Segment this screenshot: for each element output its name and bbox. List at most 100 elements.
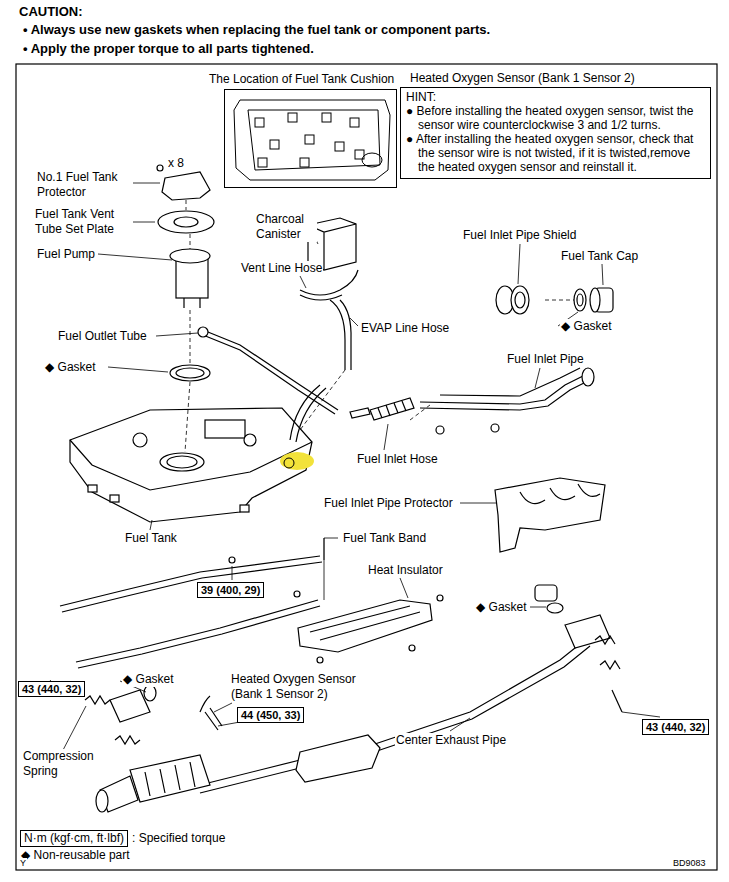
pump-assembly <box>176 368 204 378</box>
fuel-outlet-tube <box>198 327 208 337</box>
fuel-inlet-pipe <box>577 294 583 306</box>
torque-value: 44 (450, 33) <box>237 707 304 723</box>
fuel-inlet-pipe <box>515 292 525 308</box>
part-name: Heat Insulator <box>367 563 444 578</box>
fuel-tank <box>70 408 312 522</box>
center-exhaust-pipe <box>115 736 140 744</box>
leader-line <box>450 718 470 731</box>
assembly-line <box>190 310 191 364</box>
fuel-inlet-pipe <box>436 426 444 434</box>
torque-text: 39 (400, 29) <box>201 584 260 596</box>
center-exhaust-pipe <box>200 696 210 712</box>
legend-text: N·m (kgf·cm, ft·lbf) <box>24 831 124 845</box>
fuel-tank <box>240 505 249 512</box>
part-name: ◆ Gasket <box>560 319 613 334</box>
fuel-inlet-pipe <box>350 408 370 418</box>
leader-line <box>400 578 408 598</box>
charcoal-canister <box>340 300 351 370</box>
fuel-tank <box>70 440 312 490</box>
fuel-inlet-pipe <box>574 289 586 311</box>
cushion-view <box>288 113 297 122</box>
assembly-line <box>190 234 191 249</box>
center-exhaust-pipe <box>595 636 615 644</box>
charcoal-canister <box>296 388 326 442</box>
pump-assembly <box>176 258 208 298</box>
center-exhaust-pipe <box>144 685 156 701</box>
fuel-tank <box>133 433 147 447</box>
part-name: Fuel Tank Band <box>342 531 427 546</box>
leader-line <box>62 706 86 752</box>
inlet-pipe-protector <box>495 478 605 552</box>
fuel-tank-band <box>62 562 322 612</box>
heat-insulator <box>298 600 432 652</box>
torque-text: 43 (440, 32) <box>646 721 705 733</box>
part-name: Fuel Pump <box>36 247 96 262</box>
highlight-mark <box>280 452 314 470</box>
fuel-tank <box>244 434 256 446</box>
leader-line <box>150 520 152 530</box>
figure-frame <box>16 64 717 870</box>
cushion-view <box>248 110 380 170</box>
leader-line <box>350 318 358 326</box>
hint-note: ● Before installing the heated oxygen se… <box>406 104 705 132</box>
assembly-line <box>185 382 190 452</box>
leader-line <box>133 183 160 184</box>
part-name: No.1 Fuel Tank Protector <box>36 170 133 200</box>
torque-text: 43 (440, 32) <box>22 683 81 695</box>
part-name: Fuel Inlet Pipe Protector <box>323 496 454 511</box>
part-name: Fuel Inlet Pipe Shield <box>462 228 577 243</box>
hint-box: Heated Oxygen Sensor (Bank 1 Sensor 2)HI… <box>400 87 711 179</box>
heat-insulator <box>437 595 443 601</box>
fuel-inlet-pipe <box>511 286 529 314</box>
fuel-tank <box>205 420 245 438</box>
caution-note: • Apply the proper torque to all parts t… <box>22 41 315 57</box>
leader-line <box>108 367 168 372</box>
highlight-mark <box>284 458 294 468</box>
center-exhaust-pipe <box>145 762 195 796</box>
fuel-outlet-tube <box>203 330 338 410</box>
part-name: ◆ Gasket <box>475 600 528 615</box>
heat-insulator <box>409 645 415 651</box>
fuel-tank <box>88 485 97 492</box>
leader-line <box>214 703 232 712</box>
part-name: Heated Oxygen Sensor (Bank 1 Sensor 2) <box>230 672 382 702</box>
figure-code: Y <box>19 858 27 869</box>
hint-note: ● After installing the heated oxygen sen… <box>406 132 705 174</box>
highlight-mark <box>280 452 314 470</box>
fuel-inlet-pipe <box>370 398 414 420</box>
part-name: Fuel Tank Cap <box>560 249 639 264</box>
pump-assembly <box>157 165 163 171</box>
charcoal-canister <box>330 300 345 370</box>
cushion-view <box>305 135 314 144</box>
fuel-tank <box>110 495 119 502</box>
cushion-location-box: The Location of Fuel Tank Cushion <box>224 89 397 188</box>
center-exhaust-pipe <box>535 585 557 601</box>
cushion-view <box>362 153 382 167</box>
fuel-tank <box>167 456 197 468</box>
leader-line <box>133 222 155 223</box>
fuel-tank <box>70 408 312 522</box>
center-exhaust-pipe <box>547 603 563 613</box>
leader-line <box>232 566 233 580</box>
leader-line <box>384 424 388 450</box>
center-exhaust-pipe <box>130 755 210 802</box>
cushion-view <box>300 158 309 167</box>
fuel-tank-band <box>60 556 322 668</box>
charcoal-canister <box>300 295 342 300</box>
torque-value: 43 (440, 32) <box>18 681 85 697</box>
torque-value: 43 (440, 32) <box>642 719 709 735</box>
part-name: Fuel Outlet Tube <box>57 329 148 344</box>
center-exhaust-pipe <box>96 790 108 812</box>
part-name: Fuel Inlet Pipe <box>506 352 585 367</box>
legend-text: : Specified torque <box>131 831 226 846</box>
fuel-inlet-pipe <box>582 368 594 386</box>
part-name: Compression Spring <box>22 749 109 779</box>
figure-code: BD9083 <box>672 858 707 869</box>
pump-assembly <box>157 165 214 381</box>
fuel-inlet-pipe <box>491 424 499 432</box>
center-exhaust-pipe <box>565 615 610 648</box>
leader-line <box>622 712 660 717</box>
center-exhaust-pipe <box>372 640 590 752</box>
heat-insulator <box>317 657 323 663</box>
